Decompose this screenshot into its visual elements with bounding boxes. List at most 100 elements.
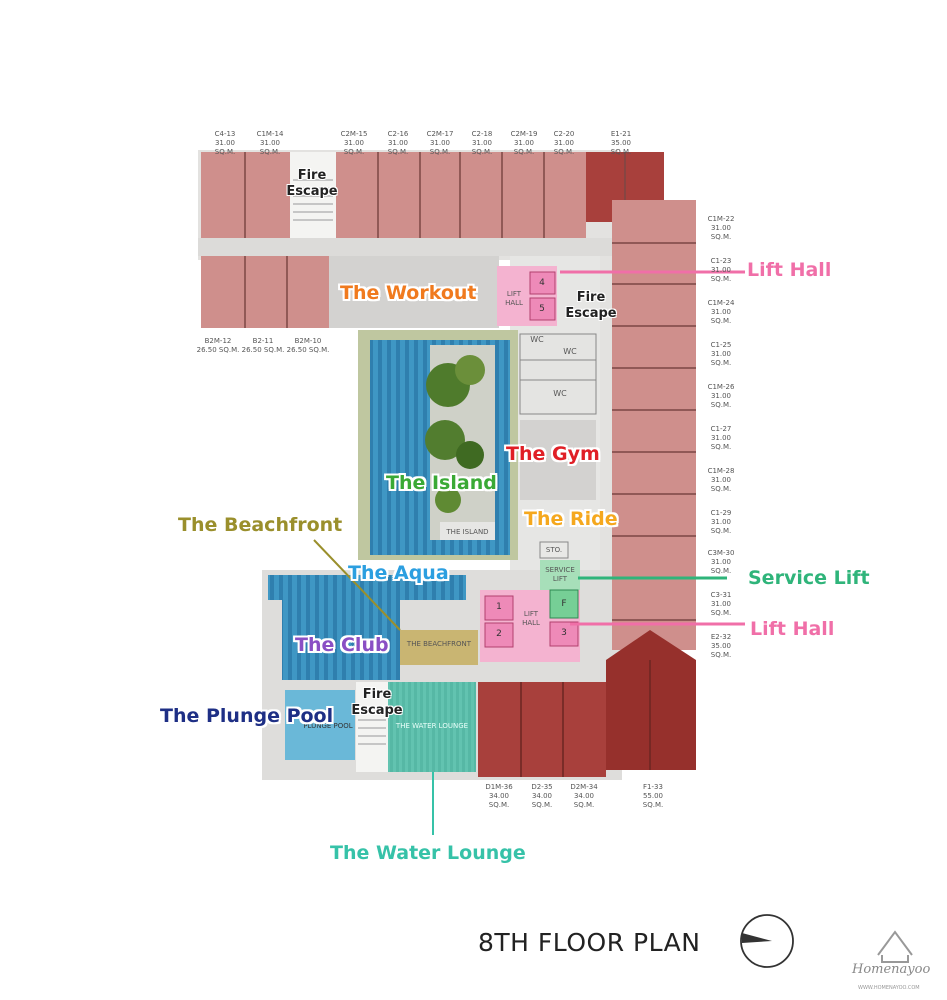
fire-escape-bottom: Fire Escape xyxy=(351,687,403,718)
island-label: The Island xyxy=(386,472,497,494)
unit-size: 31.00 SQ.M. xyxy=(429,139,451,156)
lift-number-3: 3 xyxy=(561,628,567,638)
unit-size: 31.00 SQ.M. xyxy=(343,139,365,156)
unit-size: 31.00 SQ.M. xyxy=(387,139,409,156)
top-units xyxy=(201,152,664,238)
ride-label: The Ride xyxy=(524,508,618,530)
unit-code: C2M-15 xyxy=(340,130,368,138)
water-lounge-small-label: THE WATER LOUNGE xyxy=(395,722,469,730)
lift-number-5: 5 xyxy=(539,304,545,314)
unit-code: D2M-34 xyxy=(570,783,598,791)
unit-size: 26.50 SQ.M. xyxy=(241,346,285,354)
lift-number-4: 4 xyxy=(539,278,545,288)
brand-logo-text: Homenayoo xyxy=(852,962,931,977)
unit-size: 31.00 SQ.M. xyxy=(710,558,732,575)
unit-size: 31.00 SQ.M. xyxy=(553,139,575,156)
storage-room: STO. xyxy=(545,546,563,554)
right-units xyxy=(612,200,696,650)
unit-code: C3-31 xyxy=(710,591,732,599)
unit-size: 31.00 SQ.M. xyxy=(710,224,732,241)
house-icon xyxy=(877,930,913,963)
brand-url: WWW.HOMENAYOO.COM xyxy=(858,985,920,991)
unit-code: C1-29 xyxy=(710,509,732,517)
wc-room-1: WC xyxy=(530,335,544,344)
lift-halls xyxy=(480,266,580,662)
water-lounge-label: The Water Lounge xyxy=(330,842,526,864)
unit-size: 31.00 SQ.M. xyxy=(259,139,281,156)
unit-code: C1-27 xyxy=(710,425,732,433)
unit-size: 31.00 SQ.M. xyxy=(710,600,732,617)
unit-code: C1M-22 xyxy=(707,215,735,223)
unit-code: E1-21 xyxy=(610,130,632,138)
unit-size: 31.00 SQ.M. xyxy=(710,308,732,325)
unit-code: B2-11 xyxy=(252,337,274,345)
unit-size: 26.50 SQ.M. xyxy=(196,346,240,354)
unit-size: 55.00 SQ.M. xyxy=(642,792,664,809)
fire-escape-top: Fire Escape xyxy=(286,168,338,199)
unit-code: C1-23 xyxy=(710,257,732,265)
lift-number-1: 1 xyxy=(496,602,502,612)
lift-hall-bottom-label: Lift Hall xyxy=(750,618,835,640)
lift-hall-room-bottom: LIFT HALL xyxy=(522,610,540,627)
wc-room-2: WC xyxy=(563,347,577,356)
aqua-label: The Aqua xyxy=(348,562,449,584)
beachfront-small-label: THE BEACHFRONT xyxy=(406,640,472,648)
workout-label: The Workout xyxy=(340,282,477,304)
unit-size: 31.00 SQ.M. xyxy=(710,476,732,493)
unit-code: F1-33 xyxy=(643,783,663,791)
unit-code: C1M-14 xyxy=(256,130,284,138)
beachfront-label: The Beachfront xyxy=(178,514,343,536)
unit-code: E2-32 xyxy=(710,633,732,641)
wc-room-3: WC xyxy=(553,389,567,398)
lift-number-2: 2 xyxy=(496,629,502,639)
unit-code: C2M-19 xyxy=(510,130,538,138)
unit-size: 31.00 SQ.M. xyxy=(214,139,236,156)
page-title: 8TH FLOOR PLAN xyxy=(478,928,701,957)
island-small-label: THE ISLAND xyxy=(446,528,489,536)
unit-code: C4-13 xyxy=(214,130,236,138)
fire-escape-right: Fire Escape xyxy=(565,290,617,321)
unit-size: 31.00 SQ.M. xyxy=(710,266,732,283)
unit-size: 31.00 SQ.M. xyxy=(513,139,535,156)
unit-size: 26.50 SQ.M. xyxy=(286,346,330,354)
unit-code: C1M-28 xyxy=(707,467,735,475)
unit-code: C1M-26 xyxy=(707,383,735,391)
unit-size: 34.00 SQ.M. xyxy=(488,792,510,809)
unit-code: C3M-30 xyxy=(707,549,735,557)
gym-label: The Gym xyxy=(506,443,600,465)
service-lift-label: Service Lift xyxy=(748,567,870,589)
lift-number-f: F xyxy=(561,599,567,609)
unit-size: 34.00 SQ.M. xyxy=(531,792,553,809)
unit-size: 34.00 SQ.M. xyxy=(573,792,595,809)
callout-lines xyxy=(313,270,745,835)
unit-size: 31.00 SQ.M. xyxy=(471,139,493,156)
gym-block xyxy=(519,333,597,500)
unit-code: C2-18 xyxy=(471,130,493,138)
unit-code: D2-35 xyxy=(531,783,553,791)
unit-size: 31.00 SQ.M. xyxy=(710,518,732,535)
